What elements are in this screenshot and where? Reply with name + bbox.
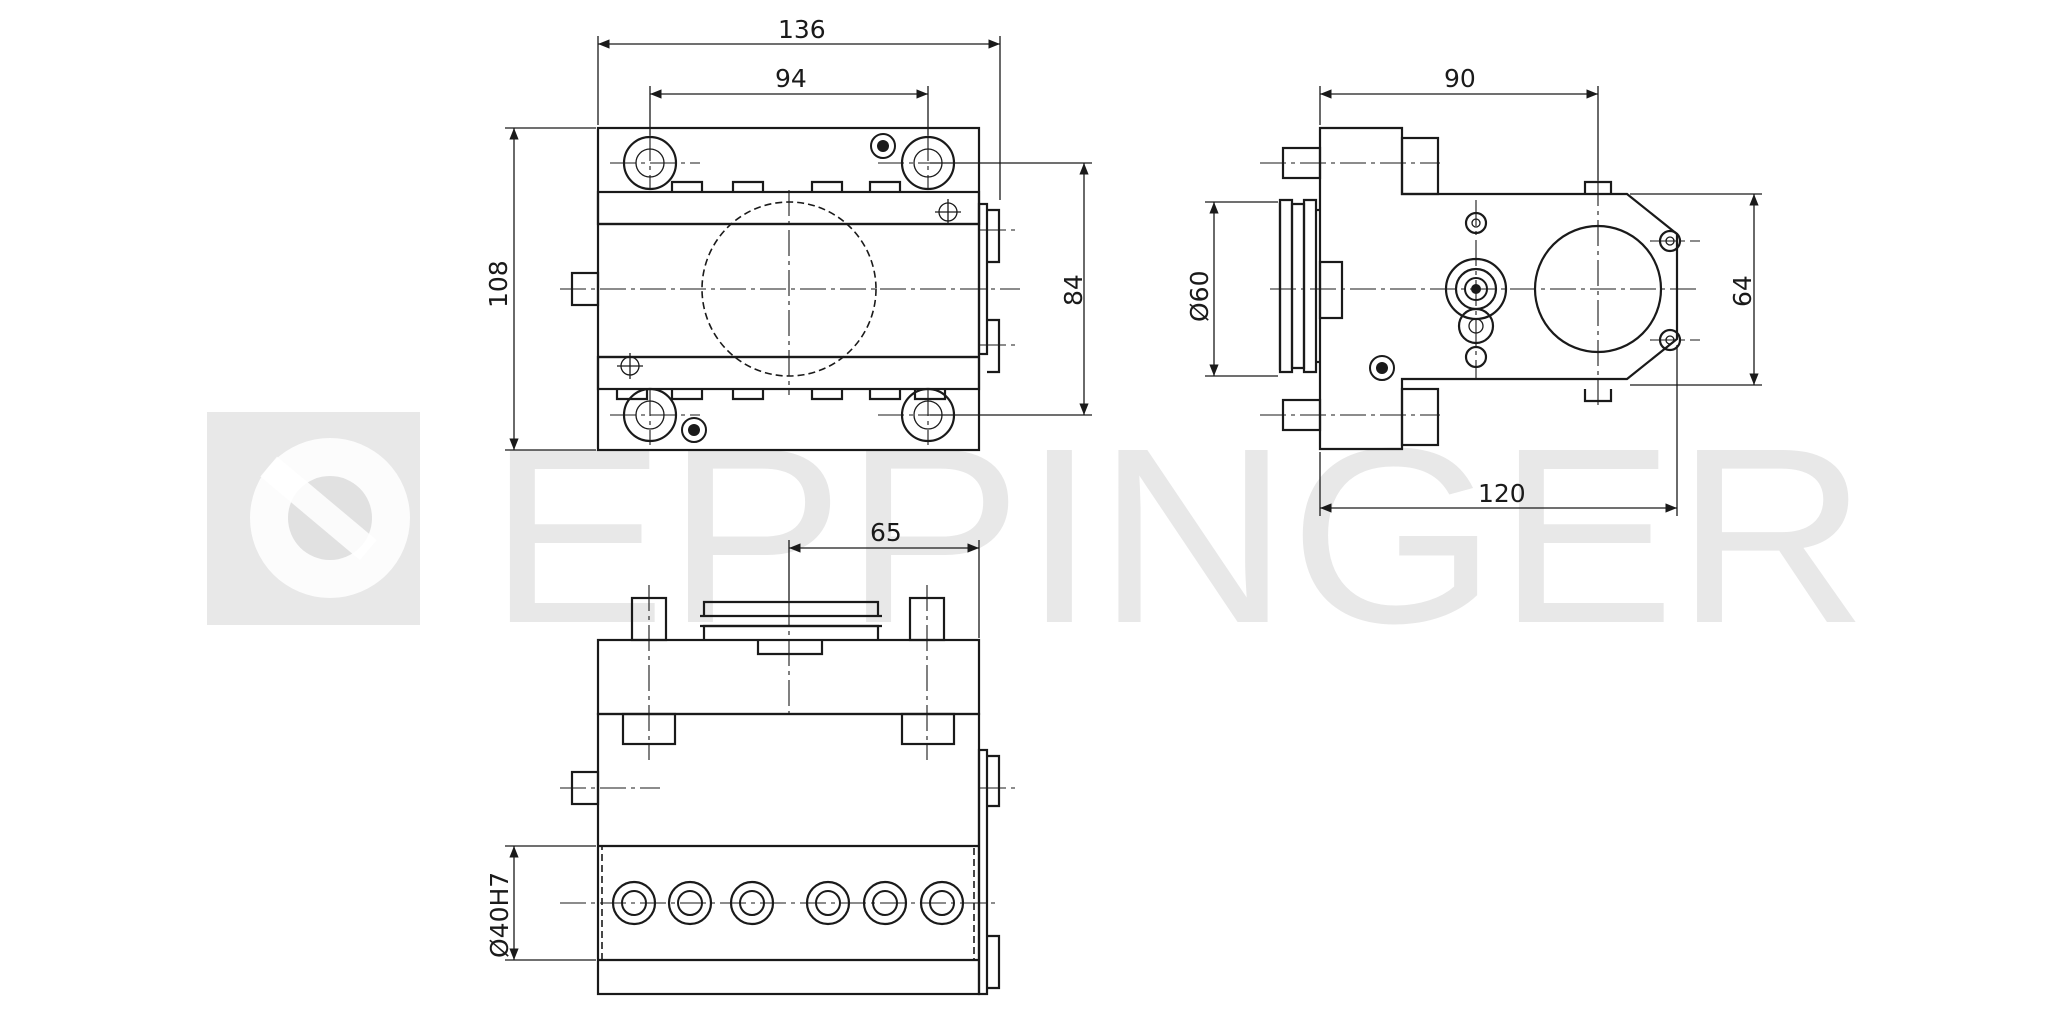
front-dimension-84: 84: [930, 162, 1092, 416]
dim-label-65: 65: [870, 518, 902, 547]
eppinger-watermark: EPPINGER: [207, 396, 1868, 675]
front-dimension-108: 108: [484, 127, 596, 451]
dim-label-108: 108: [484, 260, 513, 308]
dim-label-90: 90: [1444, 64, 1476, 93]
front-dimension-94: 94: [649, 64, 929, 135]
bottom-dimension-65: 65: [788, 518, 980, 638]
dim-label-136: 136: [778, 15, 826, 44]
dim-label-d60: Ø60: [1185, 271, 1214, 323]
side-dimension-120: 120: [1319, 345, 1678, 516]
bottom-view: [560, 585, 1020, 996]
side-view: [1260, 126, 1700, 451]
bottom-dimension-d40h7: Ø40H7: [485, 845, 596, 961]
watermark-brand-text: EPPINGER: [488, 396, 1868, 675]
dim-label-120: 120: [1478, 479, 1526, 508]
dim-label-64: 64: [1728, 275, 1757, 307]
front-dimension-136: 136: [597, 15, 1001, 200]
watermark-logo-icon: [250, 438, 410, 598]
side-dimension-d60: Ø60: [1185, 201, 1278, 377]
dim-label-84: 84: [1059, 274, 1088, 306]
dim-label-94: 94: [775, 64, 807, 93]
dim-label-d40h7: Ø40H7: [485, 872, 514, 958]
side-dimension-64: 64: [1630, 193, 1762, 386]
side-dimension-90: 90: [1319, 64, 1599, 180]
front-view: [560, 126, 1020, 452]
